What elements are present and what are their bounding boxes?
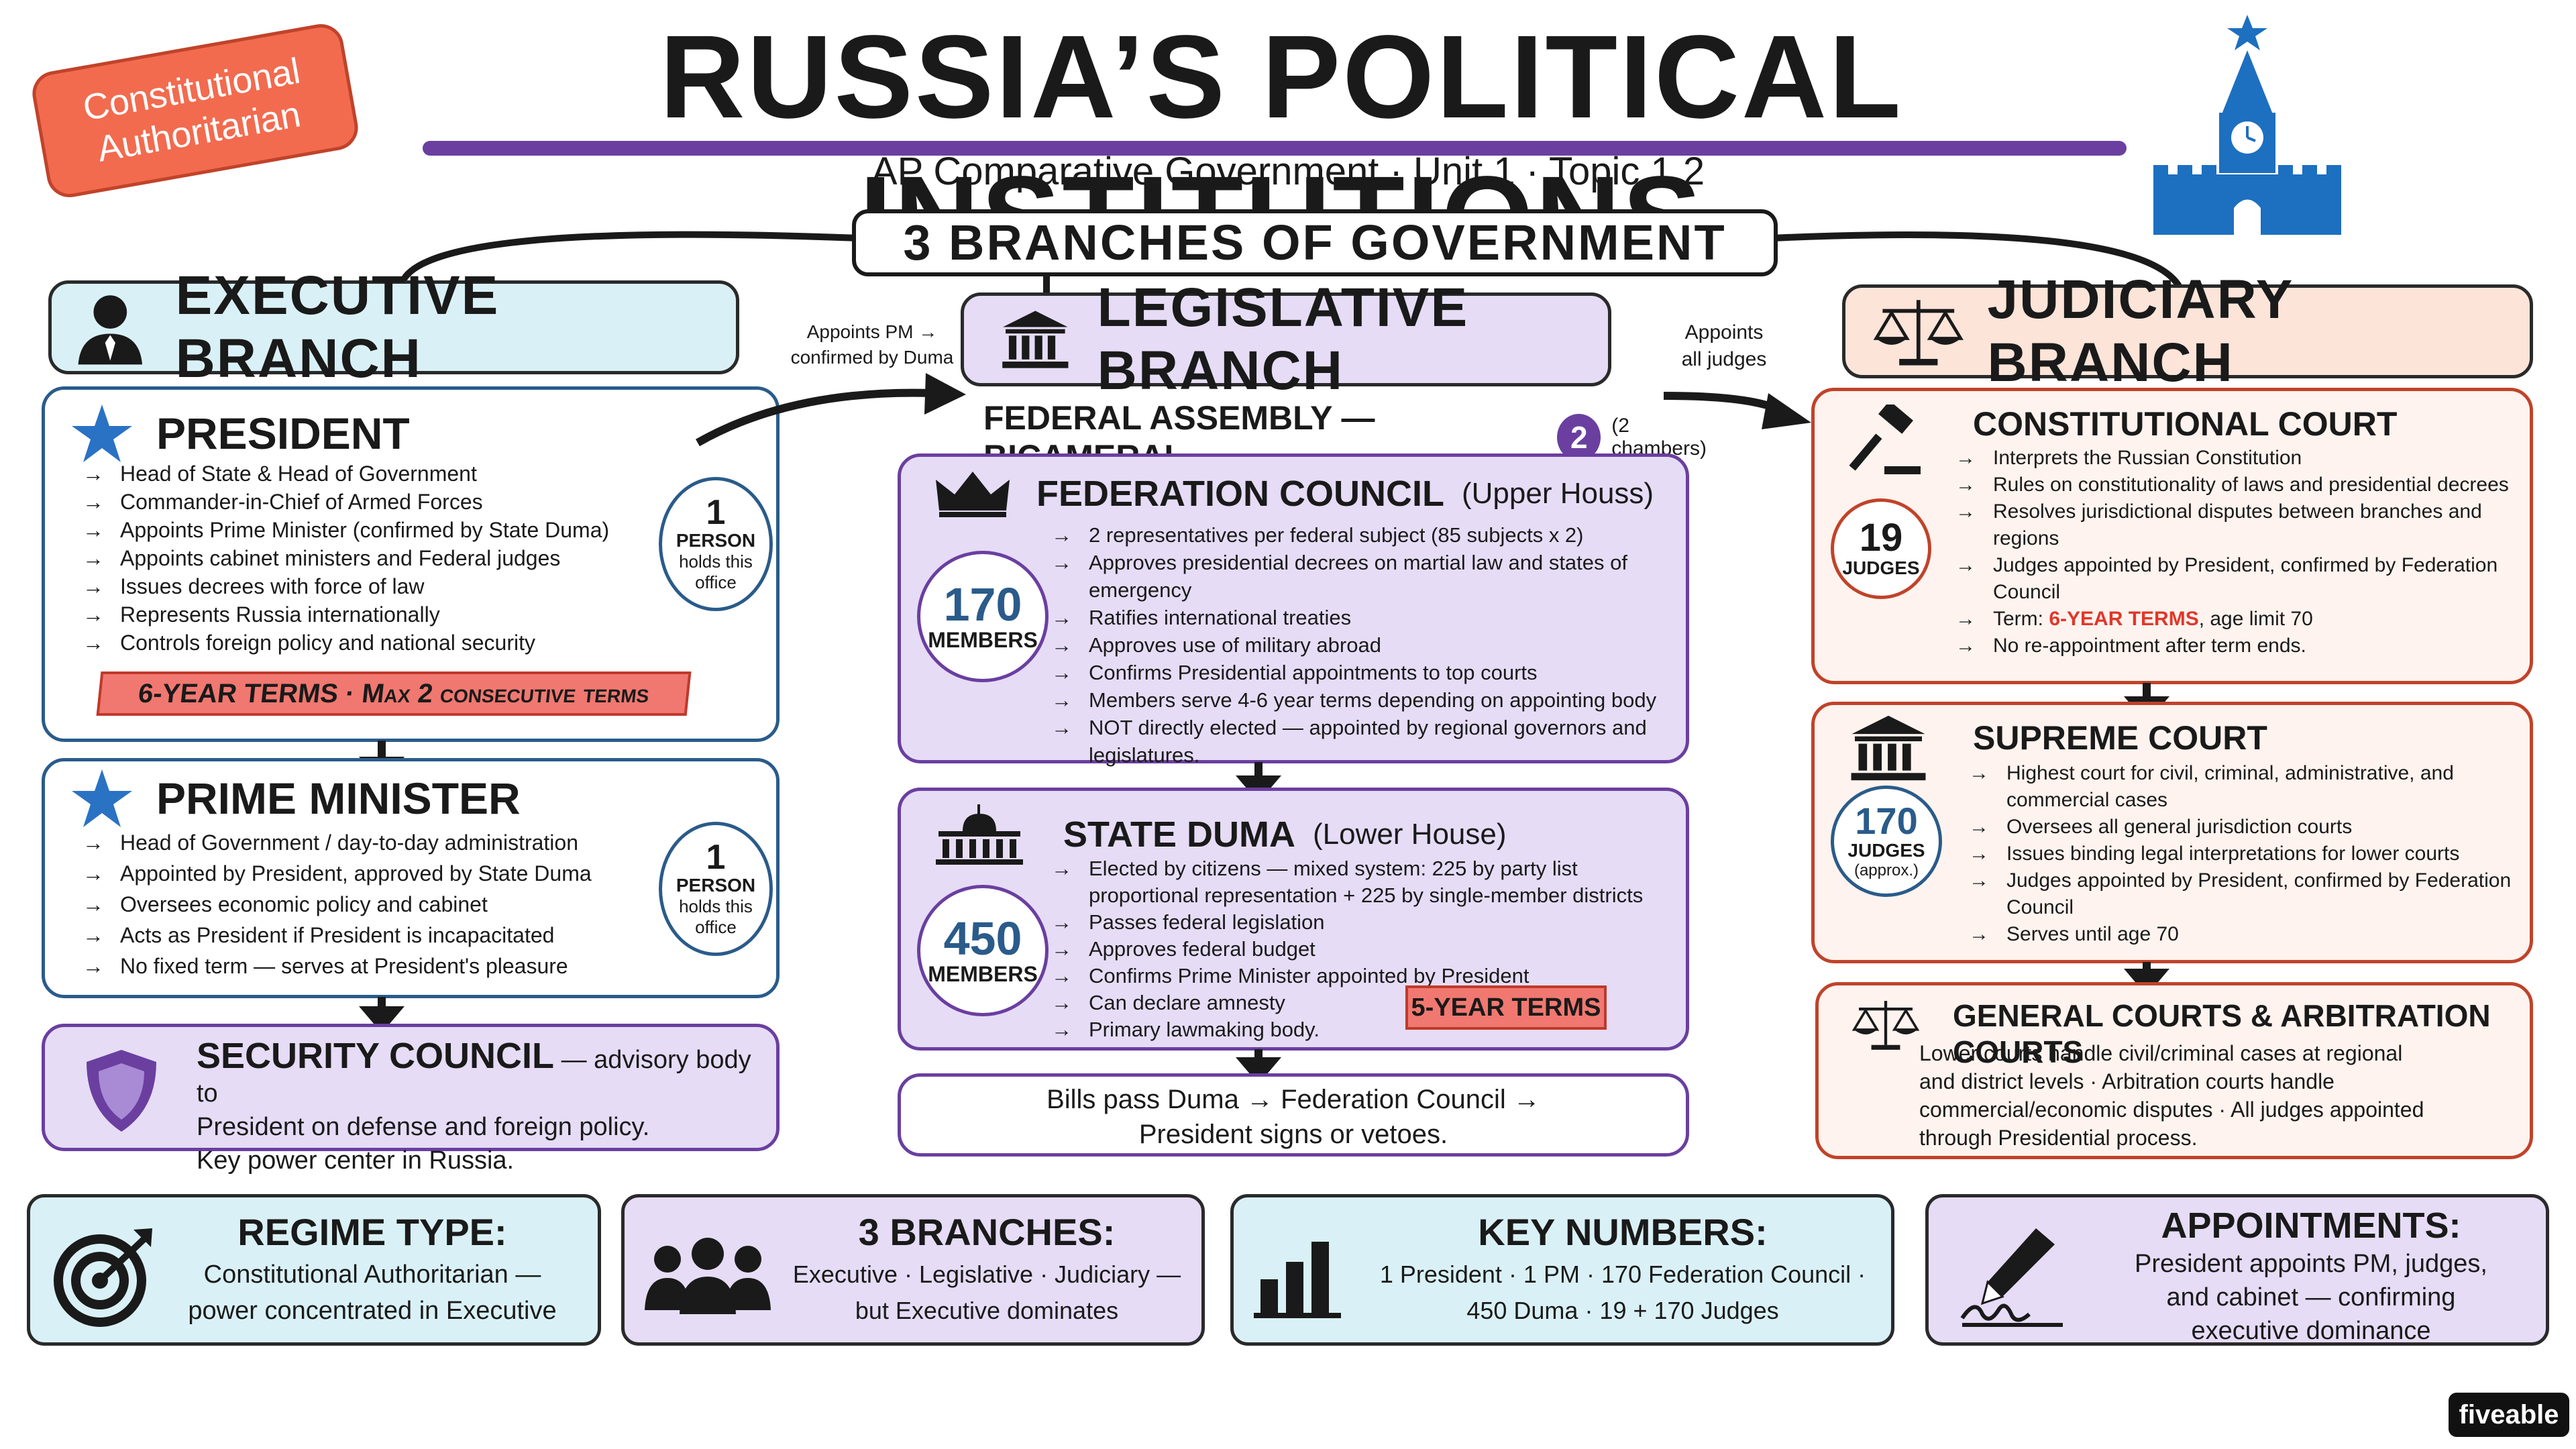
scales-icon [1852, 1001, 1919, 1050]
crown-icon [936, 472, 1010, 517]
supreme-court-list: Highest court for civil, criminal, admin… [1969, 760, 2526, 948]
federation-council-card: FEDERATION COUNCIL (Upper Houss) 170 MEM… [898, 453, 1689, 767]
star-icon [72, 405, 132, 462]
branches-banner: 3 BRANCHES OF GOVERNMENT [852, 209, 1778, 276]
target-icon [54, 1228, 152, 1327]
footer-key-numbers: KEY NUMBERS: 1 President · 1 PM · 170 Fe… [1230, 1194, 1894, 1346]
judiciary-title: JUDICIARY BRANCH [1987, 269, 2293, 393]
pm-card: PRIME MINISTER Head of Government / day-… [42, 758, 780, 998]
shield-icon [87, 1050, 156, 1132]
federation-council-count: 170 MEMBERS [917, 551, 1049, 682]
star-icon [72, 769, 132, 827]
president-item: Appoints cabinet ministers and Federal j… [83, 544, 686, 572]
pm-item: Head of Government / day-to-day administ… [83, 827, 686, 858]
pm-count-badge: 1 PERSON holds this office [659, 822, 773, 956]
legislative-title: LEGISLATIVE BRANCH [1097, 277, 1469, 401]
footer-regime-type: REGIME TYPE: Constitutional Authoritaria… [27, 1194, 601, 1346]
pm-item: Appointed by President, approved by Stat… [83, 858, 686, 889]
state-duma-count: 450 MEMBERS [917, 885, 1049, 1016]
state-duma-title: STATE DUMA [1063, 814, 1295, 855]
security-title: SECURITY COUNCIL [197, 1036, 555, 1076]
general-courts-card: GENERAL COURTS & ARBITRATION COURTS Lowe… [1815, 982, 2533, 1159]
footer-regime-title: REGIME TYPE: [237, 1211, 507, 1253]
president-title: PRESIDENT [156, 409, 410, 458]
constitutional-term: 6-YEAR TERMS [2049, 608, 2199, 630]
executive-title: EXECUTIVE BRANCH [175, 265, 500, 389]
president-item: Represents Russia internationally [83, 600, 686, 629]
president-item: Issues decrees with force of law [83, 572, 686, 600]
chambers-count: 2 [1557, 414, 1601, 461]
supreme-court-title: SUPREME COURT [1973, 719, 2267, 757]
footer-branches-title: 3 BRANCHES: [858, 1211, 1116, 1253]
constitutional-court-title: CONSTITUTIONAL COURT [1973, 405, 2398, 443]
pm-item: Acts as President if President is incapa… [83, 920, 686, 951]
general-courts-title: GENERAL COURTS & ARBITRATION COURTS [1953, 998, 2491, 1069]
person-icon [78, 295, 143, 365]
federation-council-title: FEDERATION COUNCIL [1036, 474, 1444, 514]
courthouse-icon [1851, 715, 1926, 781]
capitol-icon [936, 804, 1023, 865]
constitutional-court-count: 19 JUDGES [1831, 498, 1931, 599]
state-duma-card: STATE DUMA (Lower House) 450 MEMBERS Ele… [898, 788, 1689, 1051]
legislative-header: LEGISLATIVE BRANCH [961, 277, 1611, 401]
bar-chart-icon [1254, 1242, 1341, 1318]
president-count-badge: 1 PERSON holds this office [659, 477, 773, 611]
pen-signature-icon [1960, 1228, 2063, 1327]
footer-numbers-title: KEY NUMBERS: [1478, 1211, 1768, 1253]
supreme-court-card: SUPREME COURT 170 JUDGES (approx.) Highe… [1811, 702, 2533, 963]
president-item: Commander-in-Chief of Armed Forces [83, 488, 686, 516]
security-council-card: SECURITY COUNCIL — advisory body to Pres… [42, 1024, 780, 1175]
duma-terms: 5-YEAR TERMS [1405, 985, 1607, 1030]
president-item: Controls foreign policy and national sec… [83, 629, 686, 657]
state-duma-list: Elected by citizens — mixed system: 225 … [1051, 855, 1675, 1043]
president-card: PRESIDENT Head of State & Head of Govern… [42, 386, 780, 742]
general-courts-text: Lower courts handle civil/criminal cases… [1919, 1041, 2424, 1150]
footer-three-branches: 3 BRANCHES: Executive · Legislative · Ju… [621, 1194, 1205, 1346]
pm-title: PRIME MINISTER [156, 773, 521, 823]
pm-item: Oversees economic policy and cabinet [83, 889, 686, 920]
scales-icon [1874, 300, 1964, 366]
footer-appointments-title: APPOINTMENTS: [2161, 1205, 2461, 1246]
kremlin-tower-icon [2140, 13, 2355, 235]
constitutional-court-list: Interprets the Russian Constitution Rule… [1955, 445, 2526, 659]
executive-header: EXECUTIVE BRANCH [48, 265, 739, 389]
president-item: Head of State & Head of Government [83, 460, 686, 488]
federation-council-list: 2 representatives per federal subject (8… [1051, 521, 1675, 769]
judiciary-header: JUDICIARY BRANCH [1842, 269, 2533, 393]
president-item: Appoints Prime Minister (confirmed by St… [83, 516, 686, 544]
president-list: Head of State & Head of Government Comma… [83, 460, 686, 657]
pm-list: Head of Government / day-to-day administ… [83, 827, 686, 981]
people-icon [645, 1238, 771, 1314]
security-text: — advisory body to [197, 1046, 751, 1108]
constitutional-court-card: CONSTITUTIONAL COURT 19 JUDGES Interpret… [1811, 388, 2533, 684]
gavel-icon [1849, 405, 1921, 474]
brand-logo: fiveable [2449, 1393, 2569, 1437]
bills-process: Bills pass Duma → Federation Council →Pr… [898, 1073, 1689, 1157]
exec-to-leg-label: Appoints PM →confirmed by Duma [790, 321, 954, 368]
building-icon [1002, 311, 1069, 368]
pm-item: No fixed term — serves at President's pl… [83, 951, 686, 981]
footer-appointments: APPOINTMENTS: President appoints PM, jud… [1925, 1194, 2549, 1346]
page-subtitle: AP Comparative Government · Unit 1 · Top… [871, 150, 1705, 193]
title-underline [423, 141, 2127, 156]
supreme-court-count: 170 JUDGES (approx.) [1831, 786, 1942, 897]
